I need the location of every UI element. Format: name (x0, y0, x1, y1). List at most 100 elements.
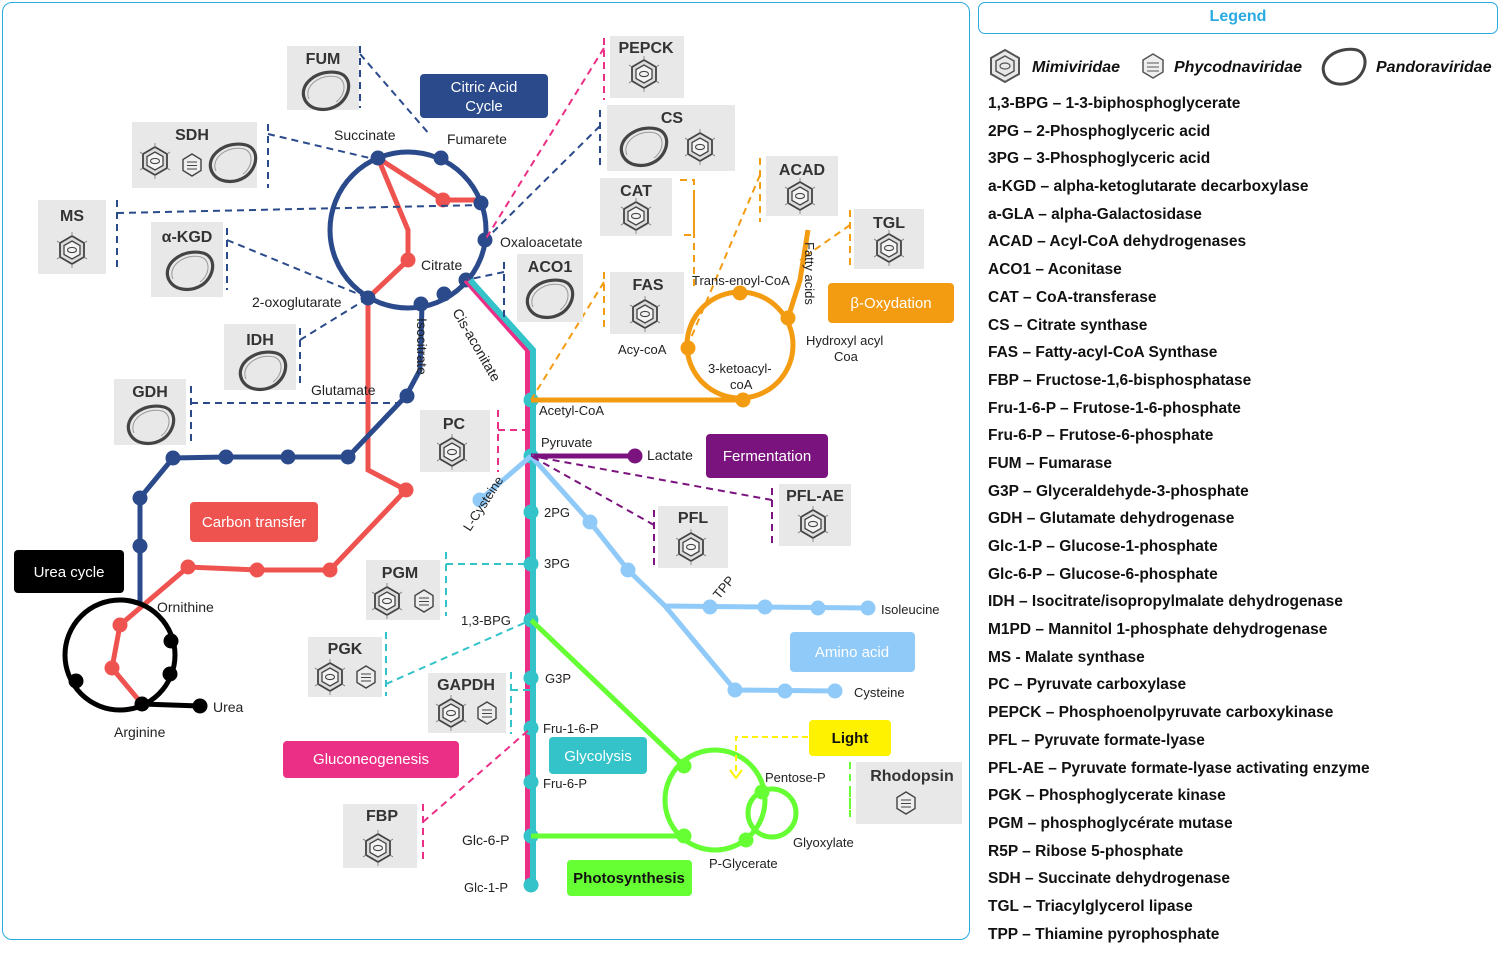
phycodnaviridae-icon (182, 153, 202, 177)
svg-text:Gluconeogenesis: Gluconeogenesis (313, 751, 429, 768)
mimiviridae-icon (990, 48, 1020, 84)
enzyme-card-aco1: ACO1 (517, 254, 583, 322)
svg-text:ACO1: ACO1 (528, 259, 573, 276)
metabolite-label: Ornithine (157, 599, 214, 615)
abbreviation-item: PC – Pyruvate carboxylase (988, 676, 1187, 694)
pathway-boxes: Citric Acid Cycle β-Oxydation Fermentati… (14, 74, 954, 896)
enzyme-card-acad: ACAD (766, 156, 838, 216)
metabolite-label: Oxaloacetate (500, 234, 583, 250)
abbreviation-item: PEPCK – Phosphoenolpyruvate carboxykinas… (988, 704, 1334, 722)
metabolite-label: Pyruvate (541, 435, 592, 450)
enzyme-card-fum: FUM (287, 46, 359, 112)
photosynthesis-label: Photosynthesis (567, 860, 692, 896)
enzyme-cards: FUM SDH MS α-KGD IDH GDH PEPCK CS C (38, 36, 962, 868)
abbreviation-item: FAS – Fatty-acyl-CoA Synthase (988, 344, 1218, 362)
abbreviation-item: Fru-1-6-P – Frutose-1-6-phosphate (988, 399, 1241, 417)
legend-title: Legend (1209, 8, 1267, 25)
abbreviation-item: PGM – phosphoglycérate mutase (988, 814, 1233, 832)
pandoraviridae-icon (1321, 47, 1367, 86)
enzyme-card-tgl: TGL (854, 209, 924, 269)
svg-text:PGK: PGK (328, 641, 363, 658)
abbreviation-item: Glc-1-P – Glucose-1-phosphate (988, 538, 1218, 555)
amino-acid-pathway (472, 454, 876, 699)
enzyme-card-pc: PC (420, 410, 490, 472)
enzyme-card-pgm: PGM (366, 560, 440, 620)
enzyme-card-sdh: SDH (132, 122, 258, 188)
abbreviation-item: GDH – Glutamate dehydrogenase (988, 510, 1235, 528)
enzyme-card-gdh: GDH (114, 379, 186, 446)
svg-text:TGL: TGL (873, 215, 905, 232)
metabolite-label: Acy-coA (618, 342, 667, 357)
abbreviation-item: R5P – Ribose 5-phosphate (988, 842, 1184, 860)
abbreviation-item: FBP – Fructose-1,6-bisphosphatase (988, 371, 1252, 389)
metabolite-label: Fru-6-P (543, 776, 587, 791)
svg-text:PEPCK: PEPCK (618, 40, 674, 57)
svg-text:Rhodopsin: Rhodopsin (870, 768, 954, 785)
enzyme-card-idh: IDH (224, 324, 296, 392)
legend-phycodnaviridae-label: Phycodnaviridae (1174, 59, 1302, 76)
abbreviation-item: 1,3-BPG – 1-3-biphosphoglycerate (988, 95, 1241, 112)
svg-text:IDH: IDH (246, 332, 274, 349)
metabolite-label: Fumarete (447, 131, 507, 147)
enzyme-card-cs: CS (607, 105, 735, 171)
phycodnaviridae-icon (1142, 53, 1164, 79)
metabolite-label: L-Cysteine (460, 473, 506, 533)
metabolite-label: 1,3-BPG (461, 613, 511, 628)
metabolite-label: 2-oxoglutarate (252, 294, 342, 310)
enzyme-card-fbp: FBP (343, 804, 417, 868)
svg-text:Glycolysis: Glycolysis (564, 748, 632, 765)
svg-text:PGM: PGM (382, 565, 418, 582)
svg-text:Carbon transfer: Carbon transfer (202, 514, 306, 531)
legend-virus-families: Mimiviridae Phycodnaviridae Pandoravirid… (990, 47, 1492, 86)
enzyme-card-pgk: PGK (308, 637, 382, 697)
abbreviation-item: PGK – Phosphoglycerate kinase (988, 787, 1226, 805)
phycodnaviridae-icon (356, 665, 376, 689)
enzyme-card-ms: MS (38, 200, 106, 274)
svg-text:PFL: PFL (678, 510, 708, 527)
legend-mimiviridae-label: Mimiviridae (1032, 59, 1120, 76)
enzyme-card-pfl-ae: PFL-AE (779, 484, 851, 546)
beta-oxidation (531, 229, 811, 408)
abbreviation-item: ACAD – Acyl-CoA dehydrogenases (988, 233, 1247, 251)
metabolite-label: coA (730, 377, 753, 392)
metabolite-label: Citrate (421, 257, 462, 273)
metabolite-label: Coa (834, 349, 859, 364)
svg-text:PC: PC (443, 416, 466, 433)
metabolite-label: 3-ketoacyl- (708, 361, 772, 376)
metabolite-label: Glc-1-P (464, 880, 508, 895)
beta-oxidation-label: β-Oxydation (828, 283, 954, 323)
svg-text:Cycle: Cycle (465, 98, 503, 115)
abbreviation-item: a-KGD – alpha-ketoglutarate decarboxylas… (988, 178, 1309, 196)
metabolite-label: Fru-1-6-P (543, 721, 599, 736)
metabolite-label: TPP (710, 573, 738, 602)
amino-acid-label: Amino acid (790, 632, 915, 672)
abbreviation-item: IDH – Isocitrate/isopropylmalate dehydro… (988, 593, 1343, 611)
metabolic-map: Citric Acid Cycle β-Oxydation Fermentati… (14, 36, 962, 896)
svg-text:MS: MS (60, 208, 84, 225)
svg-text:β-Oxydation: β-Oxydation (850, 295, 931, 312)
metabolite-label: Trans-enoyl-CoA (692, 273, 790, 288)
svg-text:FAS: FAS (632, 277, 663, 294)
abbreviation-item: Glc-6-P – Glucose-6-phosphate (988, 565, 1218, 583)
metabolite-label: Glyoxylate (793, 835, 854, 850)
glycolysis-label: Glycolysis (549, 737, 647, 774)
metabolite-label: Isoleucine (881, 602, 940, 617)
svg-text:CS: CS (661, 110, 684, 127)
svg-text:α-KGD: α-KGD (162, 229, 213, 246)
metabolite-label: Succinate (334, 127, 396, 143)
abbreviation-item: PFL – Pyruvate formate-lyase (988, 731, 1205, 749)
carbon-transfer-label: Carbon transfer (190, 502, 318, 542)
svg-text:GAPDH: GAPDH (437, 677, 495, 694)
legend-pandoraviridae-label: Pandoraviridae (1376, 59, 1492, 76)
metabolite-label: P-Glycerate (709, 856, 778, 871)
urea-cycle (62, 597, 208, 714)
gluconeogenesis-label: Gluconeogenesis (283, 741, 459, 778)
urea-cycle-label: Urea cycle (14, 550, 124, 593)
metabolite-label: Glutamate (311, 382, 376, 398)
abbreviation-item: MS - Malate synthase (988, 648, 1145, 666)
enzyme-card-rhodopsin: Rhodopsin (856, 762, 962, 824)
metabolite-label: Isocitrate (414, 318, 430, 375)
metabolite-label: 3PG (544, 556, 570, 571)
legend-header: Legend (978, 2, 1498, 34)
metabolite-label: Lactate (647, 447, 693, 463)
